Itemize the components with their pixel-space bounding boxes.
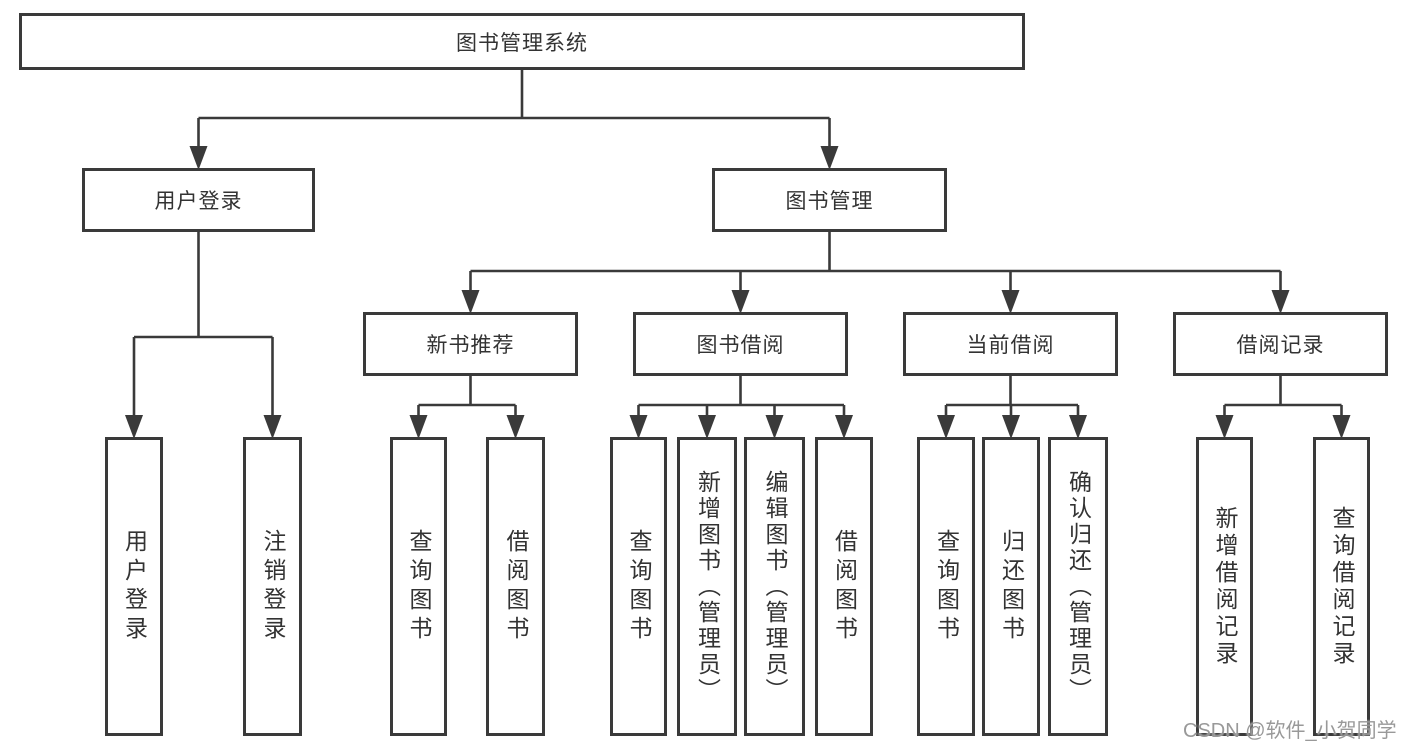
node-library-management-system: 图书管理系统 (19, 13, 1025, 70)
node-book-borrowing: 图书借阅 (633, 312, 848, 376)
leaf-edit-books-admin: 编辑图书（管理员） (744, 437, 805, 736)
node-user-login: 用户登录 (82, 168, 315, 232)
leaf-add-borrow-record: 新增借阅记录 (1196, 437, 1253, 736)
leaf-query-books-3: 查询图书 (917, 437, 975, 736)
csdn-watermark: CSDN @软件_小贺同学 (1183, 720, 1397, 742)
leaf-confirm-return-admin: 确认归还（管理员） (1048, 437, 1108, 736)
leaf-return-books: 归还图书 (982, 437, 1040, 736)
node-new-book-recommendation: 新书推荐 (363, 312, 578, 376)
leaf-borrow-books-1: 借阅图书 (486, 437, 545, 736)
leaf-user-login: 用户登录 (105, 437, 163, 736)
leaf-borrow-books-2: 借阅图书 (815, 437, 873, 736)
leaf-logout: 注销登录 (243, 437, 302, 736)
node-borrowing-records: 借阅记录 (1173, 312, 1388, 376)
leaf-query-books-2: 查询图书 (610, 437, 667, 736)
node-book-management: 图书管理 (712, 168, 947, 232)
leaf-add-books-admin: 新增图书（管理员） (677, 437, 737, 736)
node-current-borrowing: 当前借阅 (903, 312, 1118, 376)
leaf-query-borrow-record: 查询借阅记录 (1313, 437, 1370, 736)
leaf-query-books-1: 查询图书 (390, 437, 447, 736)
